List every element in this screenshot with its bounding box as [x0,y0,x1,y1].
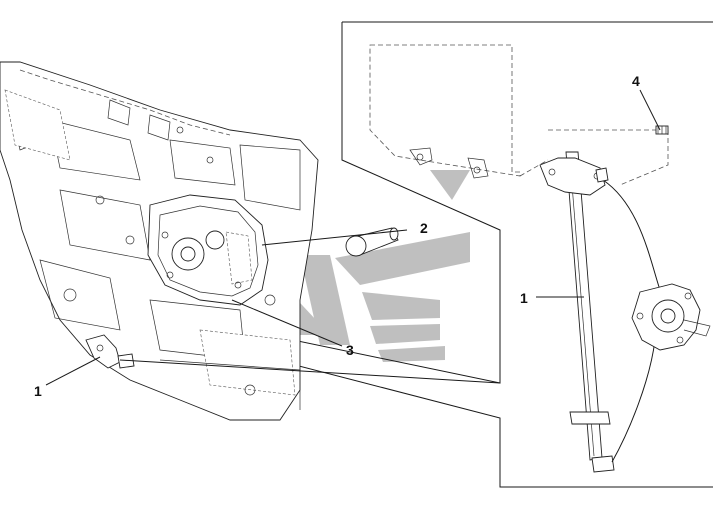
leader-1-left [45,356,101,386]
door-glass [369,44,669,186]
inset-panel-frame [244,21,713,488]
window-regulator-assembly [539,151,711,473]
callout-1-right: 1 [520,290,528,306]
callout-3: 3 [346,342,354,358]
callout-1-left: 1 [34,383,42,399]
door-module-cutout [147,194,269,306]
leader-3 [231,299,343,347]
lower-bracket-left [85,334,135,369]
callout-4: 4 [632,73,640,89]
leader-2 [261,229,408,246]
leader-bracket-link [119,359,501,384]
handle-cylinder-part [345,227,399,257]
regulator-connector [595,167,609,183]
leader-4 [639,89,661,131]
clip-part [655,125,669,135]
callout-2: 2 [420,220,428,236]
regulator-bottom-bracket [569,411,611,425]
regulator-cable [602,179,661,463]
regulator-top-bracket [539,157,606,196]
leader-lines [45,89,661,386]
regulator-foot [591,455,615,473]
